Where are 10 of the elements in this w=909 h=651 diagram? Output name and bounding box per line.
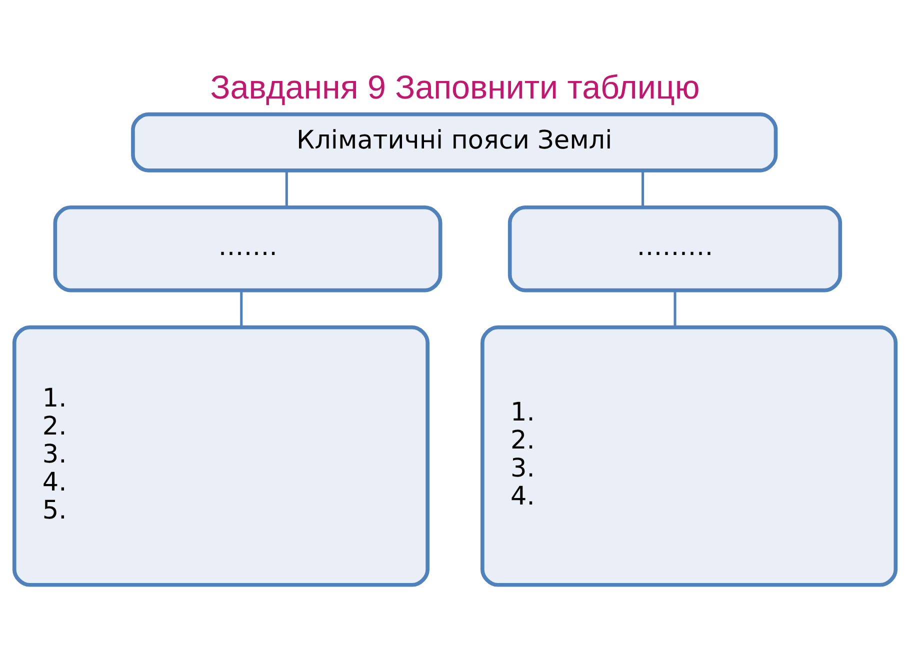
connector (240, 290, 242, 327)
node-box: ……. (52, 204, 442, 292)
connector (641, 170, 644, 206)
node-box: Кліматичні пояси Землі (130, 112, 778, 172)
connector (673, 290, 676, 327)
connector (284, 170, 288, 206)
node-box: ……… (507, 204, 842, 292)
diagram-title: Завдання 9 Заповнити таблицю (210, 69, 700, 106)
node-box: 1. 2. 3. 4. (480, 324, 898, 586)
node-box: 1. 2. 3. 4. 5. (12, 324, 429, 586)
